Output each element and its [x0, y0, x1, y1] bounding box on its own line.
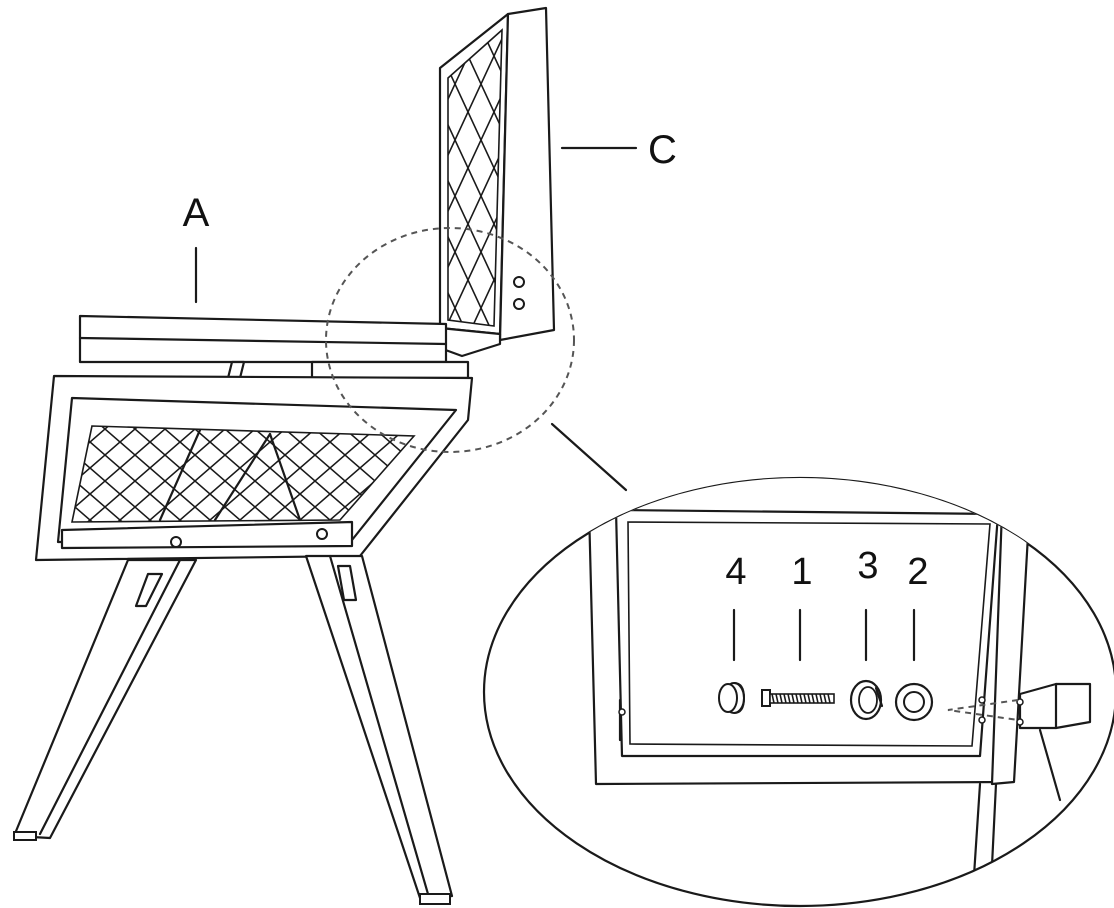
- flat-washer-part: [894, 682, 934, 722]
- part-number-spring-washer: 3: [857, 545, 878, 587]
- part-number-flat-washer: 2: [907, 551, 928, 593]
- seat-label: A: [183, 191, 210, 235]
- detail-callout-circle: [325, 227, 575, 453]
- bolt-part: [761, 689, 835, 707]
- detail-magnified-view: 4 1 3 2: [482, 476, 1114, 908]
- backrest: [438, 6, 556, 358]
- backrest-label: C: [648, 128, 677, 172]
- detail-connector-line: [550, 422, 628, 492]
- legs: [12, 554, 454, 905]
- part-number-bolt: 1: [791, 551, 812, 593]
- seat: [78, 314, 470, 380]
- cap-part: [718, 682, 746, 714]
- seat-frame: [34, 374, 474, 562]
- part-number-cap: 4: [725, 551, 746, 593]
- backrest-hole-lower: [513, 298, 525, 310]
- backrest-hole-upper: [513, 276, 525, 288]
- spring-washer-part: [849, 679, 884, 721]
